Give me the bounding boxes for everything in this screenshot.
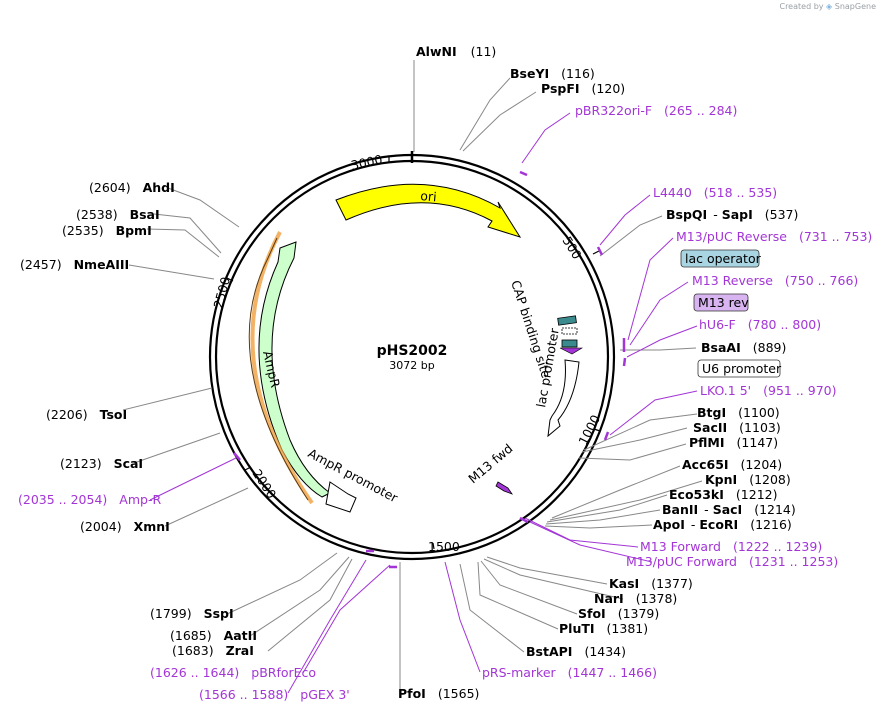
site-bstapi[interactable]: BstAPI(1434) [526, 644, 626, 659]
site-bspqi-sapi[interactable]: BspQI-SapI(537) [666, 207, 798, 222]
credit-brand: SnapGene [834, 2, 876, 11]
site-eco53ki[interactable]: Eco53kI(1212) [669, 487, 777, 502]
svg-text:U6 promoter: U6 promoter [702, 361, 782, 376]
plasmid-length: 3072 bp [389, 359, 434, 372]
primer-prs-marker[interactable]: pRS-marker(1447 .. 1466) [482, 665, 657, 680]
feature-m13-fwd-label: M13 fwd [465, 441, 515, 487]
site-xmni[interactable]: (2004)XmnI [80, 519, 170, 534]
primer-pgex-3[interactable]: (1566 .. 1588)pGEX 3' [199, 687, 350, 702]
site-ahdi[interactable]: (2604)AhdI [89, 180, 175, 195]
site-pluti[interactable]: PluTI(1381) [559, 621, 648, 636]
site-tsoi[interactable]: (2206)TsoI [46, 407, 127, 422]
ampr-highlight-arc-line [248, 237, 309, 501]
primer-l4440[interactable]: L4440(518 .. 535) [653, 185, 777, 200]
site-btgi[interactable]: BtgI(1100) [697, 405, 780, 420]
feature-ori-label: ori [420, 188, 438, 204]
label-m13-rev[interactable]: M13 rev [693, 293, 749, 312]
boxed-labels: lac operator M13 rev U6 promoter [680, 249, 782, 378]
feature-m13-fwd[interactable]: M13 fwd [465, 441, 516, 495]
primer-m13-reverse[interactable]: M13 Reverse(750 .. 766) [692, 273, 858, 288]
primer-m13-forward[interactable]: M13 Forward(1222 .. 1239) [640, 539, 822, 554]
svg-text:M13 rev: M13 rev [698, 295, 749, 310]
site-pfoi[interactable]: PfoI(1565) [398, 686, 479, 701]
site-pflmi[interactable]: PflMI(1147) [689, 435, 778, 450]
tick-3000: 3000 [350, 152, 384, 173]
site-banii-saci[interactable]: BanII-SacI(1214) [662, 502, 796, 517]
primer-hu6-f[interactable]: hU6-F(780 .. 800) [699, 317, 821, 332]
tick-1500: 1500 [428, 539, 460, 554]
primer-pbrforeco[interactable]: (1626 .. 1644)pBRforEco [150, 665, 316, 680]
primer-lko1-5[interactable]: LKO.1 5'(951 .. 970) [700, 383, 836, 398]
site-bseyi[interactable]: BseYI(116) [510, 66, 595, 81]
primer-amp-r[interactable]: (2035 .. 2054)Amp-R [18, 492, 161, 507]
feature-ori[interactable]: ori [335, 183, 522, 238]
primer-labels: pBR322ori-F(265 .. 284) L4440(518 .. 535… [18, 103, 872, 702]
site-sspi[interactable]: (1799)SspI [150, 606, 234, 621]
ampr-highlight-arc [250, 231, 314, 505]
enzyme-leader-lines [122, 60, 703, 694]
primer-m13-puc-reverse[interactable]: M13/pUC Reverse(731 .. 753) [676, 229, 872, 244]
site-pspfi[interactable]: PspFI(120) [541, 81, 625, 96]
primer-marks [233, 170, 627, 569]
snapgene-credit: Created by ◈ SnapGene [779, 2, 876, 11]
site-bsai[interactable]: (2538)BsaI [76, 207, 160, 222]
site-scai[interactable]: (2123)ScaI [60, 456, 143, 471]
site-aatii[interactable]: (1685)AatII [170, 628, 257, 643]
site-kasi[interactable]: KasI(1377) [609, 576, 693, 591]
site-sfoi[interactable]: SfoI(1379) [578, 606, 659, 621]
label-u6-promoter[interactable]: U6 promoter [697, 359, 782, 378]
tick-marks [226, 151, 601, 550]
primer-leader-lines [149, 112, 698, 694]
tick-1000: 1000 [575, 412, 603, 447]
site-sacii[interactable]: SacII(1103) [693, 420, 781, 435]
site-bsaai[interactable]: BsaAI(889) [701, 340, 786, 355]
feature-ampr-promoter[interactable]: AmpR promoter [306, 445, 401, 513]
snapgene-logo-icon: ◈ [826, 2, 833, 11]
site-apoi-ecori[interactable]: ApoI-EcoRI(1216) [653, 517, 792, 532]
site-bpmi[interactable]: (2535)BpmI [62, 223, 152, 238]
svg-text:lac operator: lac operator [685, 251, 762, 266]
site-zrai[interactable]: (1683)ZraI [172, 643, 254, 658]
site-nari[interactable]: NarI(1378) [594, 591, 677, 606]
site-alwni[interactable]: AlwNI(11) [416, 44, 496, 59]
primer-m13-puc-forward[interactable]: M13/pUC Forward(1231 .. 1253) [626, 554, 838, 569]
primer-pbr322ori-f[interactable]: pBR322ori-F(265 .. 284) [575, 103, 737, 118]
site-nmeaiii[interactable]: (2457)NmeAIII [20, 257, 129, 272]
credit-text: Created by [779, 2, 824, 11]
tick-2500: 2500 [210, 275, 233, 310]
plasmid-name: pHS2002 [377, 343, 448, 359]
site-kpni[interactable]: KpnI(1208) [705, 472, 791, 487]
site-acc65i[interactable]: Acc65I(1204) [682, 457, 782, 472]
enzyme-labels: AlwNI(11) BseYI(116) PspFI(120) BspQI-Sa… [20, 44, 798, 701]
label-lac-operator[interactable]: lac operator [680, 249, 762, 268]
